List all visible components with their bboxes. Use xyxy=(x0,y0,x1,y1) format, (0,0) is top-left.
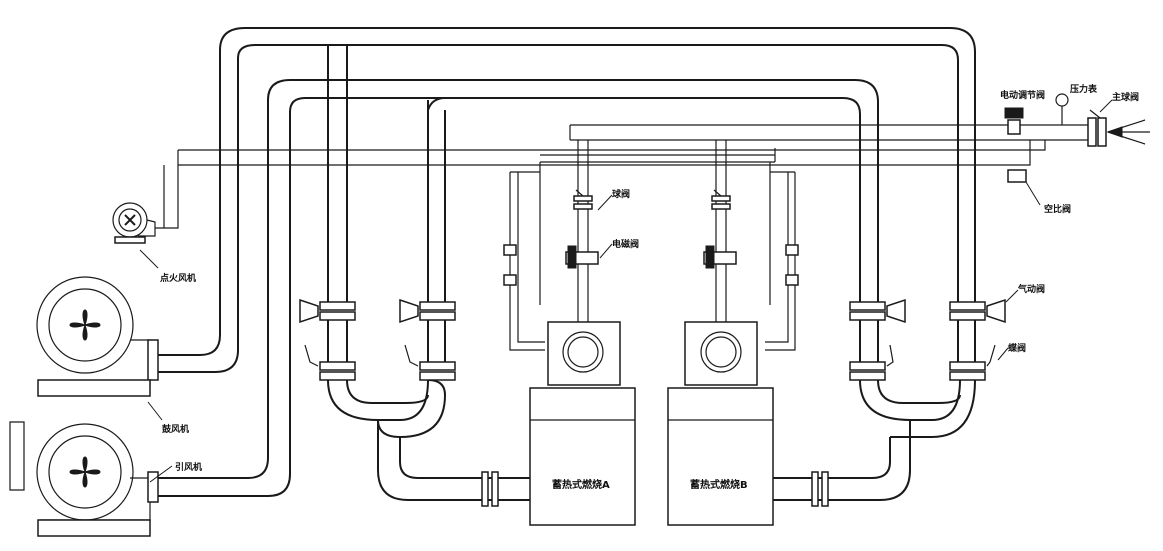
label-blower: 鼓风机 xyxy=(147,401,189,435)
butterfly-handles xyxy=(304,344,996,367)
ignition-fan xyxy=(112,202,156,244)
bottom-flanges xyxy=(481,471,829,507)
ball-valve-label: 球阀 xyxy=(612,188,630,200)
electric-control-valve-label: 电动调节阀 xyxy=(1000,89,1045,101)
label-pressure-gauge: 压力表 xyxy=(1070,83,1098,95)
u-bend-right xyxy=(770,379,976,501)
burner-a xyxy=(529,321,636,526)
gas-drop-header xyxy=(509,148,796,351)
label-butterfly-valve: 蝶阀 xyxy=(997,342,1026,361)
label-induced-fan: 引风机 xyxy=(149,461,202,483)
label-main-ball-valve: 主球阀 xyxy=(1099,91,1139,113)
burner-b xyxy=(667,321,774,526)
gas-inlet-arrow xyxy=(1106,119,1150,145)
label-solenoid-valve: 电磁阀 xyxy=(599,238,639,259)
induced-fan-label: 引风机 xyxy=(175,461,202,473)
burner-a-label: 蓄热式燃烧A xyxy=(552,478,610,491)
label-pneumatic-valve: 气动阀 xyxy=(1005,283,1045,303)
label-electric-control-valve: 电动调节阀 xyxy=(1000,89,1045,101)
pressure-gauge-label: 压力表 xyxy=(1070,83,1098,95)
pilot-valves xyxy=(503,244,799,286)
electric-control-valve-symbol xyxy=(1004,107,1024,135)
air-ratio-valve-label: 空比阀 xyxy=(1044,203,1071,215)
label-air-ratio-valve: 空比阀 xyxy=(1025,181,1071,215)
label-ignition-fan: 点火风机 xyxy=(139,249,196,284)
label-ball-valve: 球阀 xyxy=(597,188,630,211)
gas-ball-valves xyxy=(573,189,731,210)
butterfly-valve-label: 蝶阀 xyxy=(1008,342,1026,354)
air-ratio-valve-symbol xyxy=(1007,169,1027,183)
blower-label: 鼓风机 xyxy=(162,423,189,435)
main-ball-valve-label: 主球阀 xyxy=(1112,91,1139,103)
gas-pipes-burners xyxy=(577,140,727,330)
burner-b-label: 蓄热式燃烧B xyxy=(690,478,748,491)
blower-fan xyxy=(36,276,159,397)
u-bend-left xyxy=(327,379,530,501)
exhaust-pipe-loop xyxy=(150,79,879,497)
main-ball-valve-symbol xyxy=(1087,109,1107,147)
air-pipe-outer xyxy=(150,27,976,373)
inner-branch-left xyxy=(327,45,446,305)
pneumatic-actuators xyxy=(299,298,1006,324)
pressure-gauge-symbol xyxy=(1055,93,1069,125)
gas-header xyxy=(155,124,1090,229)
gas-solenoid-valves xyxy=(565,245,737,269)
ignition-fan-label: 点火风机 xyxy=(160,272,196,284)
solenoid-valve-label: 电磁阀 xyxy=(612,238,639,250)
pipe-valve-flanges xyxy=(319,301,986,381)
pneumatic-valve-label: 气动阀 xyxy=(1017,283,1045,295)
induced-fan xyxy=(9,421,159,537)
